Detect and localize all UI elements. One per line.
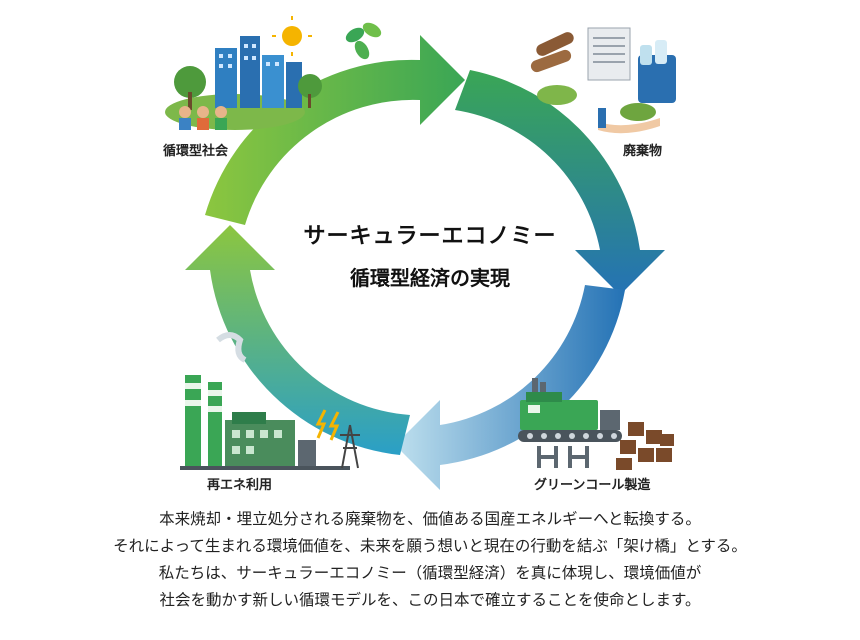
description: 本来焼却・埋立処分される廃棄物を、価値ある国産エネルギーへと転換する。 それによ…: [0, 506, 860, 614]
center-title: サーキュラーエコノミー: [303, 224, 557, 249]
node-label-coal: グリーンコール製造: [534, 478, 651, 493]
description-line: 本来焼却・埋立処分される廃棄物を、価値ある国産エネルギーへと転換する。: [159, 510, 701, 528]
node-label-waste: 廃棄物: [623, 144, 663, 159]
arrow-right: [455, 70, 665, 295]
center-subtitle: 循環型経済の実現: [350, 266, 510, 290]
cycle-ring: [185, 35, 665, 490]
leaf-icon: [345, 22, 382, 60]
node-label-energy: 再エネ利用: [207, 478, 273, 493]
description-line: 社会を動かす新しい循環モデルを、この日本で確立することを使命とします。: [159, 591, 701, 609]
arrow-bottom: [395, 285, 625, 490]
arrow-left: [185, 225, 410, 455]
description-line: 私たちは、サーキュラーエコノミー（循環型経済）を真に体現し、環境価値が: [158, 564, 702, 582]
waste-icon: [530, 27, 676, 134]
arrow-top: [205, 35, 465, 225]
description-line: それによって生まれる環境価値を、未来を願う想いと現在の行動を結ぶ「架け橋」とする…: [113, 537, 747, 555]
power-plant-icon: [180, 332, 360, 470]
factory-icon: [518, 378, 674, 470]
city-icon: [165, 16, 322, 130]
node-label-society: 循環型社会: [163, 144, 229, 159]
